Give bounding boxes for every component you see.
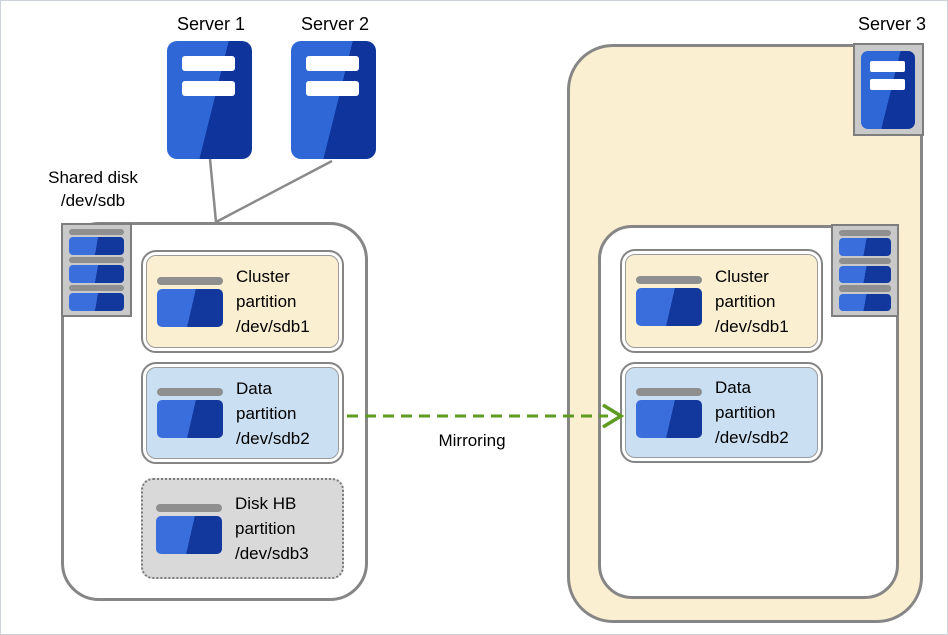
server-front-slot [306, 56, 359, 71]
server3-icon-cell [853, 43, 924, 136]
cluster-partition-box-left: Cluster partition /dev/sdb1 [141, 250, 344, 353]
data-partition-box-right: Data partition /dev/sdb2 [620, 362, 823, 463]
server-front-slot [306, 81, 359, 96]
data-partition-box-left: Data partition /dev/sdb2 [141, 362, 344, 464]
server-front-slot [869, 79, 906, 90]
drive-top-bar [157, 388, 223, 396]
drive-icon [636, 276, 702, 326]
connector-line-server1 [208, 158, 218, 223]
shared-disk-icon [61, 223, 132, 317]
server3-label: Server 3 [857, 14, 926, 34]
partition-device: /dev/sdb1 [715, 316, 789, 336]
shared-disk-label-line1: Shared disk [48, 168, 138, 187]
drive-icon [157, 388, 223, 438]
drive-body [156, 515, 222, 554]
drive-body [157, 400, 223, 438]
partition-device: /dev/sdb2 [715, 428, 789, 447]
server2-label: Server 2 [300, 14, 370, 34]
drive-top-bar [636, 276, 702, 284]
drive-icon [636, 387, 702, 438]
partition-name: Data [715, 378, 751, 397]
disk-platter [839, 266, 891, 284]
cluster-partition-label-left: Cluster partition /dev/sdb1 [236, 264, 310, 339]
disk-platter-divider [69, 285, 124, 292]
data-partition-label-right: Data partition /dev/sdb2 [715, 375, 789, 450]
disk-platter [69, 293, 124, 311]
drive-top-bar [636, 387, 702, 396]
cluster-partition-inner-right: Cluster partition /dev/sdb1 [625, 254, 818, 348]
server3-disk-icon [831, 224, 899, 317]
disk-platter-divider [69, 229, 124, 236]
partition-word: partition [715, 291, 776, 311]
disk-platter [69, 265, 124, 283]
drive-body [157, 288, 223, 327]
server-front-slot [182, 81, 235, 96]
partition-word: partition [715, 403, 776, 422]
disk-platter [839, 238, 891, 256]
shared-disk-label: Shared disk /dev/sdb [23, 166, 163, 212]
partition-name: Data [236, 378, 272, 398]
data-partition-inner-left: Data partition /dev/sdb2 [146, 367, 339, 459]
drive-body [636, 288, 702, 326]
drive-top-bar [157, 276, 223, 285]
disk-platter-divider [839, 230, 891, 237]
partition-device: /dev/sdb1 [236, 317, 310, 336]
partition-word: partition [236, 292, 297, 311]
disk-platter-divider [839, 257, 891, 265]
disk-platter [839, 293, 891, 312]
disk-hb-partition-label: Disk HB partition /dev/sdb3 [235, 491, 309, 566]
server1-icon [167, 41, 252, 159]
mirroring-label: Mirroring [438, 431, 506, 450]
server1-label: Server 1 [176, 14, 246, 34]
cluster-partition-box-right: Cluster partition /dev/sdb1 [620, 249, 823, 353]
server-front-slot [869, 61, 906, 72]
data-partition-label-left: Data partition /dev/sdb2 [236, 376, 310, 451]
disk-platter-divider [839, 285, 891, 292]
partition-name: Disk HB [235, 494, 297, 513]
server-front-slot [182, 56, 235, 71]
partition-name: Cluster [236, 267, 290, 286]
partition-word: partition [236, 403, 297, 423]
data-partition-inner-right: Data partition /dev/sdb2 [625, 367, 818, 458]
disk-platter [69, 237, 124, 255]
server2-icon [291, 41, 376, 159]
drive-icon [157, 276, 223, 327]
disk-platter-divider [69, 257, 124, 264]
drive-top-bar [156, 503, 222, 512]
partition-device: /dev/sdb3 [235, 544, 309, 563]
partition-word: partition [235, 519, 296, 538]
drive-body [636, 399, 702, 438]
partition-name: Cluster [715, 266, 769, 286]
drive-icon [156, 503, 222, 554]
shared-disk-label-line2: /dev/sdb [60, 191, 126, 210]
partition-device: /dev/sdb2 [236, 428, 310, 448]
cluster-partition-label-right: Cluster partition /dev/sdb1 [715, 264, 789, 339]
connector-line-server2 [215, 159, 333, 224]
server3-icon [861, 51, 915, 129]
cluster-partition-inner-left: Cluster partition /dev/sdb1 [146, 255, 339, 348]
disk-hb-partition-box: Disk HB partition /dev/sdb3 [141, 478, 344, 579]
